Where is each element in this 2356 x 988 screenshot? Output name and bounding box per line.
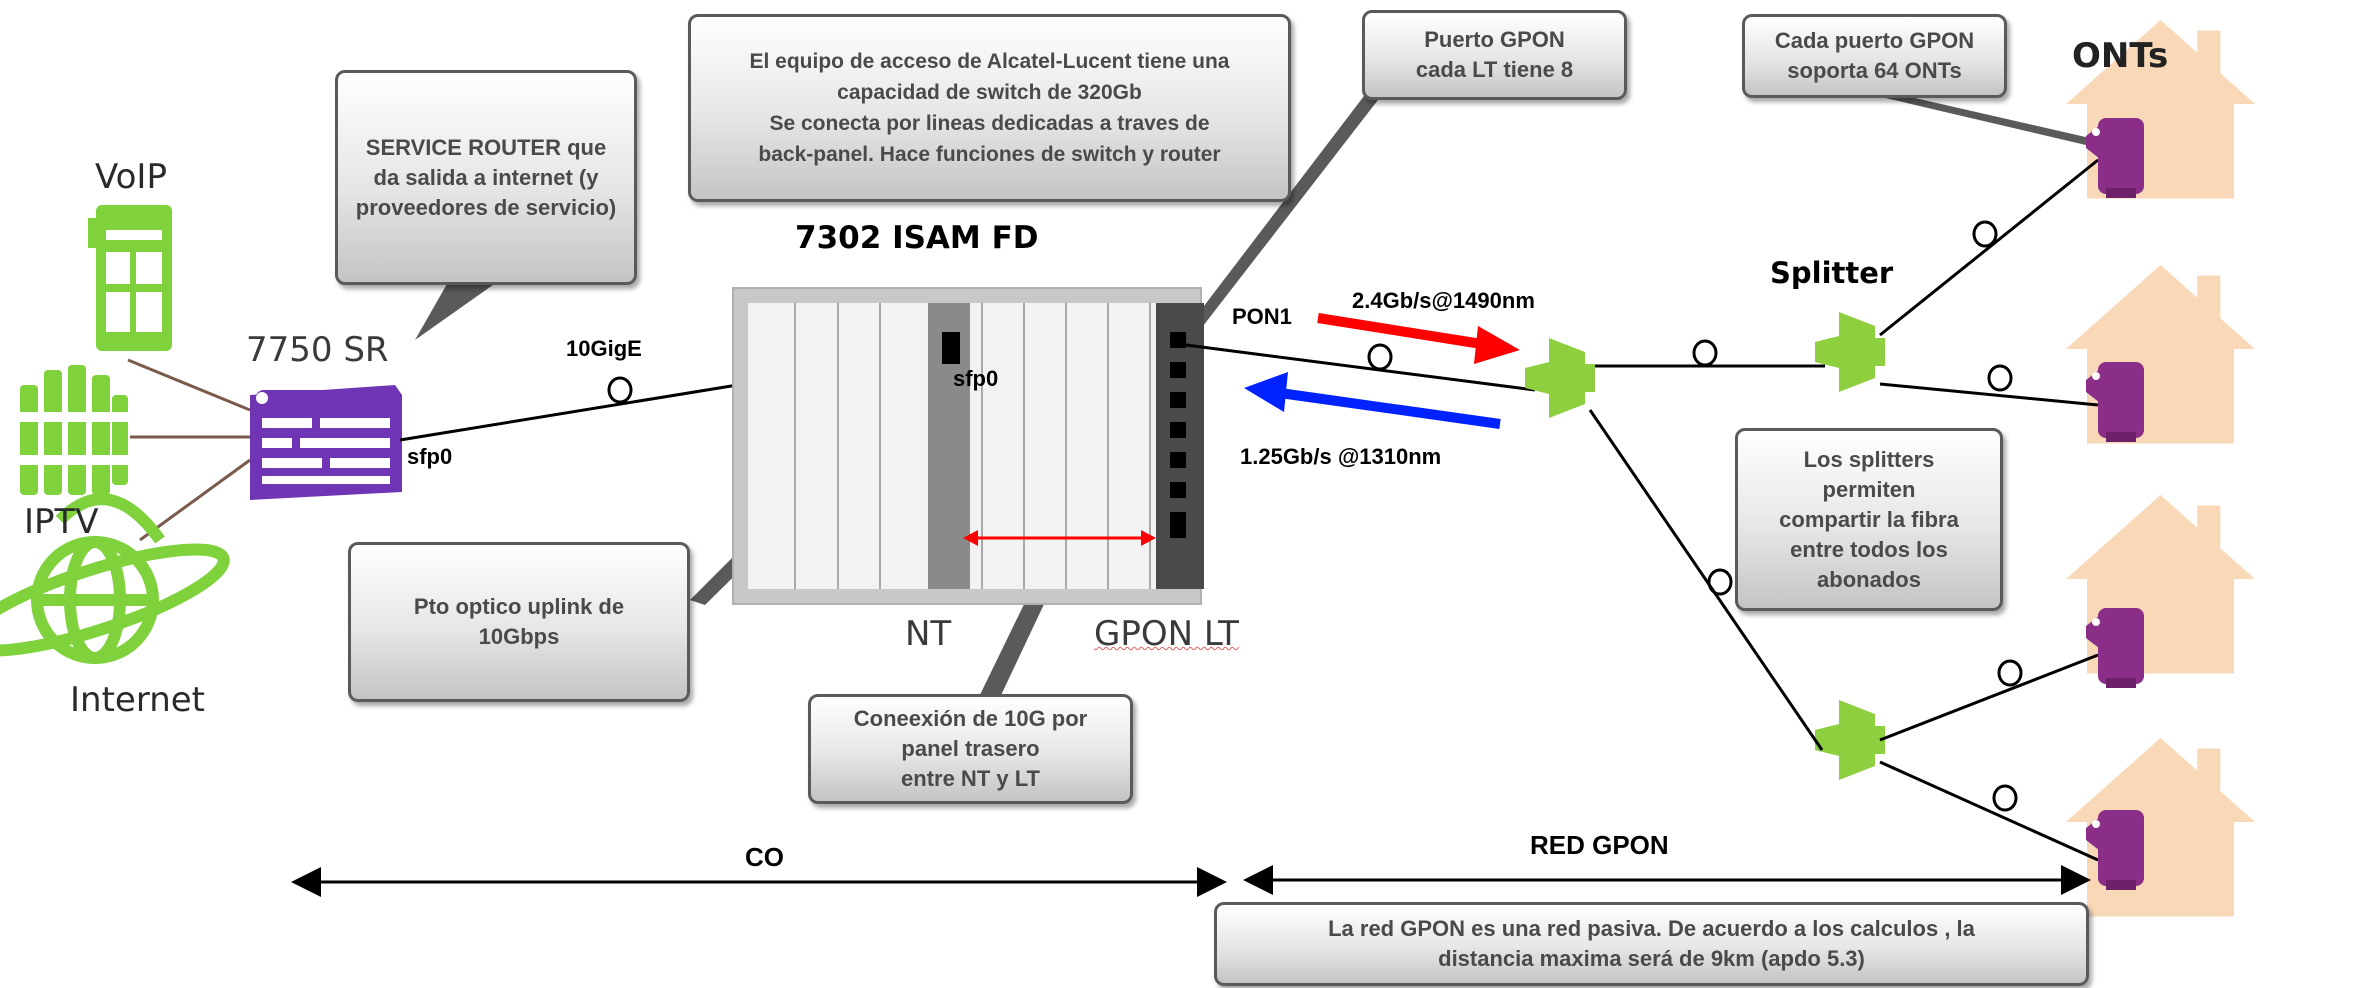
fiber-ont-link xyxy=(1879,382,2099,407)
iptv-film-icon xyxy=(14,365,134,495)
splitter-label: Splitter xyxy=(1770,256,1894,290)
callout-line: abonados xyxy=(1817,566,1921,592)
callout-line: Pto optico uplink de xyxy=(413,594,625,619)
callout-line: back-panel. Hace funciones de switch y r… xyxy=(758,143,1221,166)
house-icon xyxy=(2066,495,2255,674)
nt-sfp-port xyxy=(942,332,960,364)
pon1-label: PON1 xyxy=(1232,304,1292,329)
fiber-marker xyxy=(607,376,633,404)
callout-line: compartir la fibra xyxy=(1779,506,1959,532)
fiber-marker xyxy=(1992,784,2018,812)
passive-network-callout: La red GPON es una red pasiva. De acuerd… xyxy=(1214,902,2089,986)
splitters-callout: Los splitters permiten compartir la fibr… xyxy=(1735,428,2003,611)
callout-line: Cada puerto GPON xyxy=(1774,28,1975,53)
onts-label: ONTs xyxy=(2072,36,2169,76)
isam-title: 7302 ISAM FD xyxy=(795,220,1039,256)
globe-icon xyxy=(0,493,230,664)
callout-line: Puerto GPON xyxy=(1424,27,1565,52)
router-port-label: sfp0 xyxy=(407,444,453,469)
callout-line: La red GPON es una red pasiva. De acuerd… xyxy=(1328,916,1975,941)
fiber-splitter-link xyxy=(1588,409,1824,751)
voip-phone-icon xyxy=(88,205,172,351)
service-router-text: SERVICE ROUTER que da salida a internet … xyxy=(355,134,617,220)
splitter-icon xyxy=(1525,338,1595,418)
gpon-lt-ports xyxy=(1170,332,1186,538)
uplink-callout: Pto optico uplink de 10Gbps xyxy=(348,542,690,702)
callout-line: El equipo de acceso de Alcatel-Lucent ti… xyxy=(749,50,1230,73)
callout-line: entre todos los xyxy=(1790,536,1948,562)
fiber-marker xyxy=(1692,339,1718,367)
splitter-icon xyxy=(1815,312,1885,392)
pon-fiber xyxy=(1185,343,1536,392)
service-router-callout: SERVICE ROUTER que da salida a internet … xyxy=(335,70,637,285)
downstream-label: 2.4Gb/s@1490nm xyxy=(1352,288,1535,313)
internet-label: Internet xyxy=(70,680,206,720)
service-router-callout-tail xyxy=(415,270,500,340)
gpon-lt-card xyxy=(1156,303,1204,589)
voip-link xyxy=(127,358,251,412)
house-icon xyxy=(2066,265,2255,444)
red-gpon-label: RED GPON xyxy=(1530,830,1669,860)
callout-line: soporta 64 ONTs xyxy=(1787,58,1962,83)
callout-line: 10Gbps xyxy=(478,624,560,649)
upstream-label: 1.25Gb/s @1310nm xyxy=(1240,444,1442,469)
callout-line: permiten xyxy=(1822,476,1916,502)
voip-label: VoIP xyxy=(95,157,167,197)
callout-line: Los splitters xyxy=(1803,446,1935,472)
callout-line: panel trasero xyxy=(901,736,1040,761)
fiber-marker xyxy=(1707,568,1733,596)
callout-line: capacidad de switch de 320Gb xyxy=(837,81,1142,104)
nt-port-label: sfp0 xyxy=(953,366,999,391)
internet-link xyxy=(139,458,251,542)
upstream-arrow xyxy=(1279,388,1501,429)
fiber-ont-link xyxy=(1879,760,2099,862)
downstream-arrow xyxy=(1317,313,1489,350)
link-speed-label: 10GigE xyxy=(566,336,642,361)
splitter-icon xyxy=(1815,700,1885,780)
fiber-marker xyxy=(1987,364,2013,392)
gpon-port-callout-tail xyxy=(1178,75,1395,348)
fiber-marker xyxy=(1367,343,1393,371)
callout-line: cada LT tiene 8 xyxy=(1415,57,1574,82)
callout-line: Se conecta por lineas dedicadas a traves… xyxy=(769,112,1210,135)
fiber-marker xyxy=(1972,220,1998,248)
backplane-callout: Coneexión de 10G por panel trasero entre… xyxy=(808,694,1133,804)
router-model-label: 7750 SR xyxy=(246,330,389,370)
gpon-lt-label: GPON LT xyxy=(1094,614,1239,654)
ont-capacity-callout-tail xyxy=(1860,90,2090,146)
nt-label: NT xyxy=(905,614,952,654)
fiber-ont-link xyxy=(1879,653,2099,742)
fiber-ont-link xyxy=(1879,158,2099,337)
ont-capacity-callout: Cada puerto GPON soporta 64 ONTs xyxy=(1742,14,2007,98)
alcatel-callout: El equipo de acceso de Alcatel-Lucent ti… xyxy=(688,14,1291,202)
co-label: CO xyxy=(745,842,784,872)
gpon-port-callout: Puerto GPON cada LT tiene 8 xyxy=(1362,10,1627,100)
callout-line: distancia maxima será de 9km (apdo 5.3) xyxy=(1438,946,1865,971)
fiber-marker xyxy=(1997,659,2023,687)
callout-line: Coneexión de 10G por xyxy=(853,706,1088,731)
iptv-label: IPTV xyxy=(24,502,99,542)
router-icon xyxy=(250,385,402,500)
callout-line: entre NT y LT xyxy=(901,766,1040,791)
